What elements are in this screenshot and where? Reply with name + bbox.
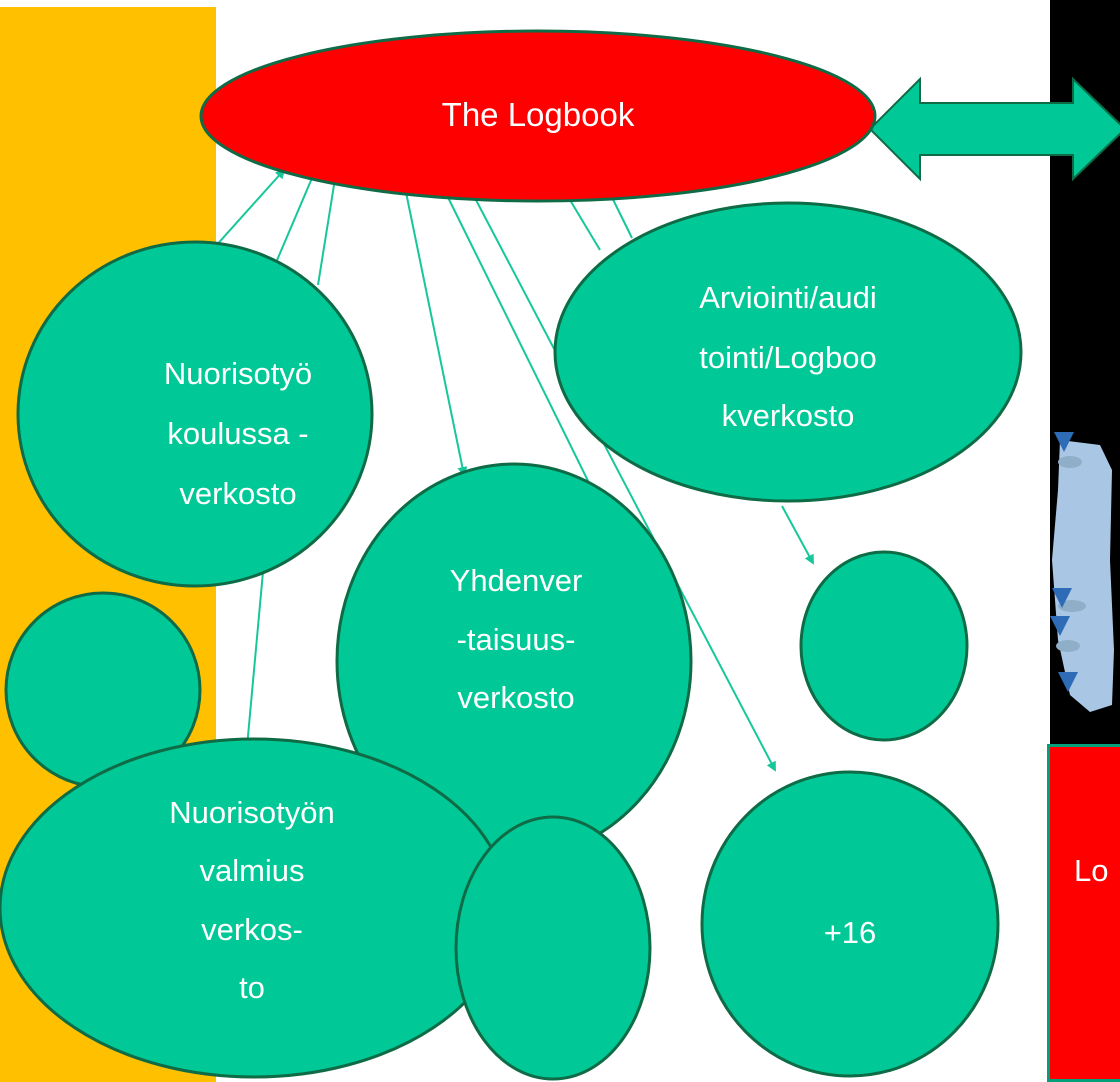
label-line: Arviointi/audi (699, 280, 876, 315)
preparedness-network-label: Nuorisotyön valmius verkos- to (169, 795, 334, 1005)
map-marker-icon (1052, 588, 1072, 608)
label-line: valmius (199, 853, 304, 888)
finland-map-icon (1050, 432, 1114, 712)
connector-arrow (271, 162, 320, 273)
preparedness-network-node (0, 737, 510, 1079)
label-line: tointi/Logboo (699, 340, 877, 375)
label-line: verkosto (457, 680, 574, 715)
connector-arrows (132, 150, 814, 872)
more-networks-node (700, 770, 1000, 1078)
equality-network-label: Yhdenver -taisuus- verkosto (450, 563, 583, 715)
label-line: Nuorisotyö (164, 356, 312, 391)
label-line: Nuorisotyön (169, 795, 334, 830)
connector-arrow (781, 505, 814, 565)
school-network-label: Nuorisotyö koulussa - verkosto (164, 356, 312, 511)
red-box-label: Lo (1074, 853, 1108, 888)
school-youth-work-network-node (16, 240, 374, 588)
double-arrow-icon (868, 76, 1120, 182)
label-line: -taisuus- (457, 622, 576, 657)
more-networks-label: +16 (824, 915, 877, 950)
logbook-red-box (1047, 744, 1120, 1082)
map-marker-icon (1054, 432, 1074, 452)
evaluation-network-node (553, 201, 1023, 503)
label-line: kverkosto (722, 398, 855, 433)
connector-arrow (446, 150, 776, 772)
logbook-node (199, 29, 877, 203)
label-line: koulussa - (167, 416, 308, 451)
label-line: verkosto (179, 476, 296, 511)
map-marker-icon (1050, 616, 1070, 636)
empty-network-node (454, 815, 652, 1081)
map-marker-icon (1058, 672, 1078, 692)
logbook-label: The Logbook (442, 96, 635, 133)
label-line: to (239, 970, 265, 1005)
label-line: verkos- (201, 912, 303, 947)
empty-network-node (799, 550, 969, 742)
label-line: Yhdenver (450, 563, 583, 598)
evaluation-network-label: Arviointi/audi tointi/Logboo kverkosto (699, 280, 877, 433)
